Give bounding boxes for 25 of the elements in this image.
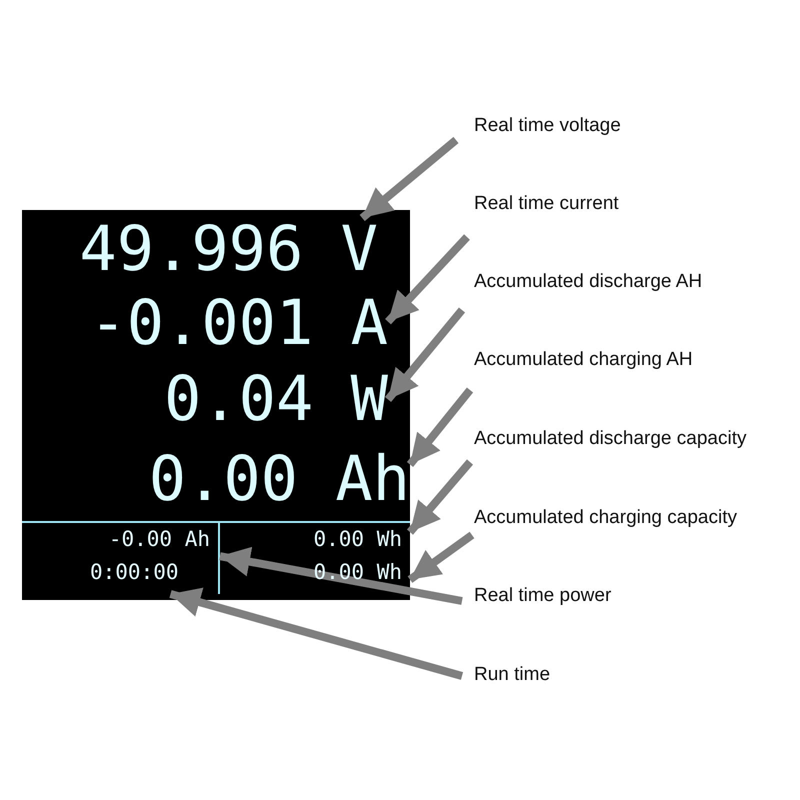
callout-label: Accumulated discharge AH <box>474 271 702 294</box>
readout-value: 0:00:00 <box>90 562 179 583</box>
leader-arrow <box>385 234 470 324</box>
callout-label: Real time voltage <box>474 115 621 138</box>
readout-value: -0.00 Ah <box>108 529 210 550</box>
leader-arrow <box>408 532 474 583</box>
readout-value: 0.00 Wh <box>313 562 402 583</box>
leader-arrow <box>219 546 463 605</box>
leader-arrow <box>406 388 474 467</box>
display-screen <box>22 210 410 600</box>
readout-value: 0.00 Wh <box>313 529 402 550</box>
callout-label: Run time <box>474 664 550 687</box>
callout-label: Accumulated discharge capacity <box>474 428 746 451</box>
callout-label: Real time current <box>474 193 619 216</box>
readout-value: 0.00 Ah <box>148 448 410 510</box>
readout-value: -0.001 A <box>89 292 388 354</box>
leader-arrow <box>384 307 466 402</box>
callout-label: Real time power <box>474 585 612 608</box>
readout-value: 0.04 W <box>164 368 388 430</box>
leader-arrow <box>169 588 464 680</box>
leader-arrow <box>360 136 459 222</box>
callout-label: Accumulated charging capacity <box>474 507 737 530</box>
leader-arrow <box>406 459 474 535</box>
callout-label: Accumulated charging AH <box>474 349 693 372</box>
readout-value: 49.996 V <box>79 218 378 280</box>
